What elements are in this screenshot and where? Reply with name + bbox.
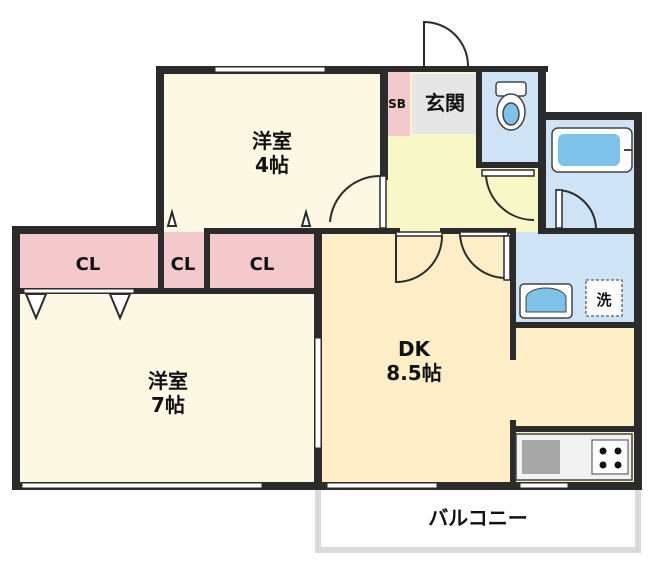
shoe-box-label: SB <box>388 97 406 111</box>
toilet-fixture <box>495 81 527 131</box>
western-room-7-name: 洋室 <box>148 369 188 393</box>
closet-2-fill <box>162 232 204 292</box>
door-leaves <box>379 169 563 281</box>
windows <box>21 66 569 489</box>
closet-1-fill <box>18 232 158 292</box>
western-room-4-size: 4帖 <box>255 153 289 177</box>
balcony-area <box>315 483 641 553</box>
entrance-label-bg <box>412 74 478 134</box>
balcony-label: バルコニー <box>428 506 528 530</box>
closet-door-markers <box>24 208 312 321</box>
closet-1-label: CL <box>76 254 101 275</box>
door-swings <box>329 20 597 284</box>
shoe-box-fill <box>384 72 410 136</box>
western-room-4-fill <box>162 72 384 232</box>
entrance-label: 玄関 <box>425 91 465 115</box>
western-room-7-fill <box>18 292 318 484</box>
closet-2-label: CL <box>171 254 196 275</box>
closet-3-fill <box>210 232 318 292</box>
kitchen-counter <box>515 433 633 481</box>
dk-fill <box>318 232 514 486</box>
western-room-4-name: 洋室 <box>252 129 292 153</box>
western-room-7-size: 7帖 <box>151 393 185 417</box>
dk-name: DK <box>398 337 432 361</box>
bathtub <box>551 127 633 173</box>
washer-label: 洗 <box>596 291 611 309</box>
washer-space <box>585 279 623 317</box>
closet-3-label: CL <box>250 254 275 275</box>
dk-size: 8.5帖 <box>386 361 441 385</box>
wash-basin <box>519 283 573 319</box>
